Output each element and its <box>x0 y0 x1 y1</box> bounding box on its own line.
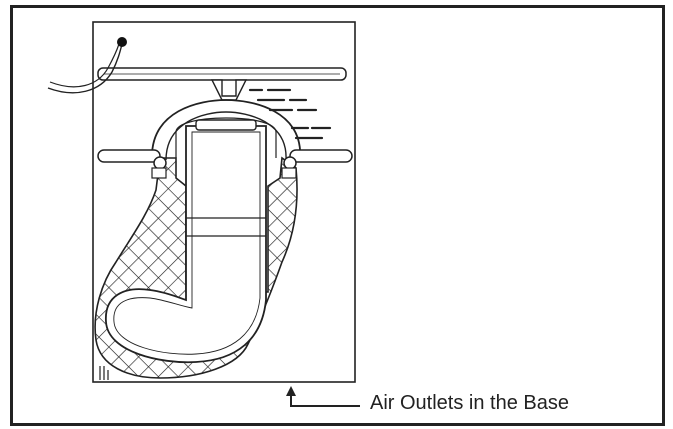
support-post <box>210 79 248 101</box>
j-chamber <box>105 125 267 364</box>
base-foot-detail <box>99 366 109 380</box>
housing-outline <box>92 21 356 383</box>
right-handle <box>281 149 353 179</box>
air-outlets-callout-label: Air Outlets in the Base <box>370 392 569 414</box>
power-cord <box>47 37 127 94</box>
j-chamber-inner-wall <box>113 131 261 355</box>
callout-arrow <box>286 386 360 407</box>
vent-slots <box>248 88 332 140</box>
top-rail <box>97 67 347 81</box>
dome-cover <box>151 99 301 161</box>
cord-plug <box>117 37 127 47</box>
left-handle <box>97 149 167 179</box>
